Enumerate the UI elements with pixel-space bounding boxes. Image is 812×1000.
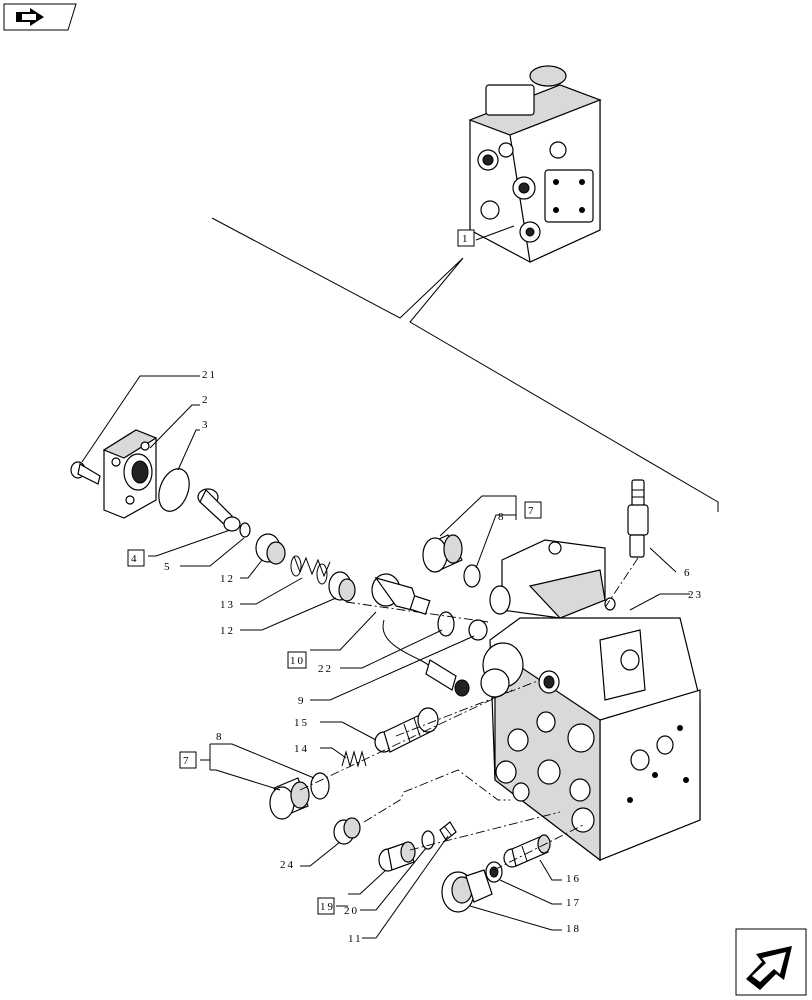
callout-9: 9: [298, 695, 306, 707]
callout-20: 20: [344, 905, 359, 917]
part-5-ring: [239, 522, 251, 538]
part-15-spool: [374, 707, 439, 753]
part-10-solenoid: [371, 573, 470, 697]
callout-19: 19: [320, 901, 335, 913]
callout-8b: 8: [216, 731, 224, 743]
callout-14: 14: [294, 743, 309, 755]
callout-10: 10: [290, 655, 305, 667]
callout-12a: 12: [220, 573, 235, 585]
callout-17: 17: [566, 897, 581, 909]
callout-6: 6: [684, 567, 692, 579]
pump-assembly-overview: [468, 65, 602, 263]
callout-21: 21: [202, 369, 217, 381]
callout-5: 5: [164, 561, 172, 573]
callout-22: 22: [318, 663, 333, 675]
part-19-plug: [378, 841, 416, 872]
part-6-sensor: [627, 479, 649, 558]
part-17-spring: [485, 861, 503, 883]
part-24-plug: [333, 817, 361, 845]
part-2-flange: [102, 429, 158, 519]
part-12-seat-upper: [255, 533, 286, 565]
callout-box-1: [457, 229, 475, 247]
part-12-seat-lower: [328, 571, 356, 602]
part-16-valve: [503, 834, 551, 868]
callout-11: 11: [348, 933, 363, 945]
part-14-spring: [341, 750, 367, 768]
back-arrow-icon[interactable]: [3, 3, 77, 31]
part-7-plug-lower: [269, 777, 310, 820]
next-page-arrow-icon[interactable]: [735, 928, 807, 996]
part-20-oring: [421, 830, 435, 850]
part-4-spool: [197, 488, 241, 532]
part-7-plug-upper: [422, 534, 463, 573]
part-18-plug: [441, 869, 493, 913]
part-22-oring: [437, 611, 455, 637]
part-8-oring-lower: [310, 772, 330, 800]
part-3-oring: [158, 468, 190, 512]
callout-23: 23: [688, 589, 703, 601]
part-11-screw: [439, 821, 457, 841]
callout-7a: 7: [528, 505, 536, 517]
callout-7b: 7: [183, 755, 191, 767]
callout-15: 15: [294, 717, 309, 729]
callout-2: 2: [202, 394, 210, 406]
callout-1: 1: [462, 233, 470, 245]
callout-18: 18: [566, 923, 581, 935]
callout-8a: 8: [498, 511, 506, 523]
callout-13: 13: [220, 599, 235, 611]
part-8-oring-upper: [463, 564, 481, 588]
callout-16: 16: [566, 873, 581, 885]
part-9-plug: [468, 619, 488, 641]
valve-block: [480, 539, 701, 862]
callout-12b: 12: [220, 625, 235, 637]
part-13-spring: [290, 555, 331, 585]
callout-4: 4: [131, 553, 139, 565]
callout-24: 24: [280, 859, 295, 871]
part-21-bolt: [70, 461, 101, 485]
callout-3: 3: [202, 419, 210, 431]
